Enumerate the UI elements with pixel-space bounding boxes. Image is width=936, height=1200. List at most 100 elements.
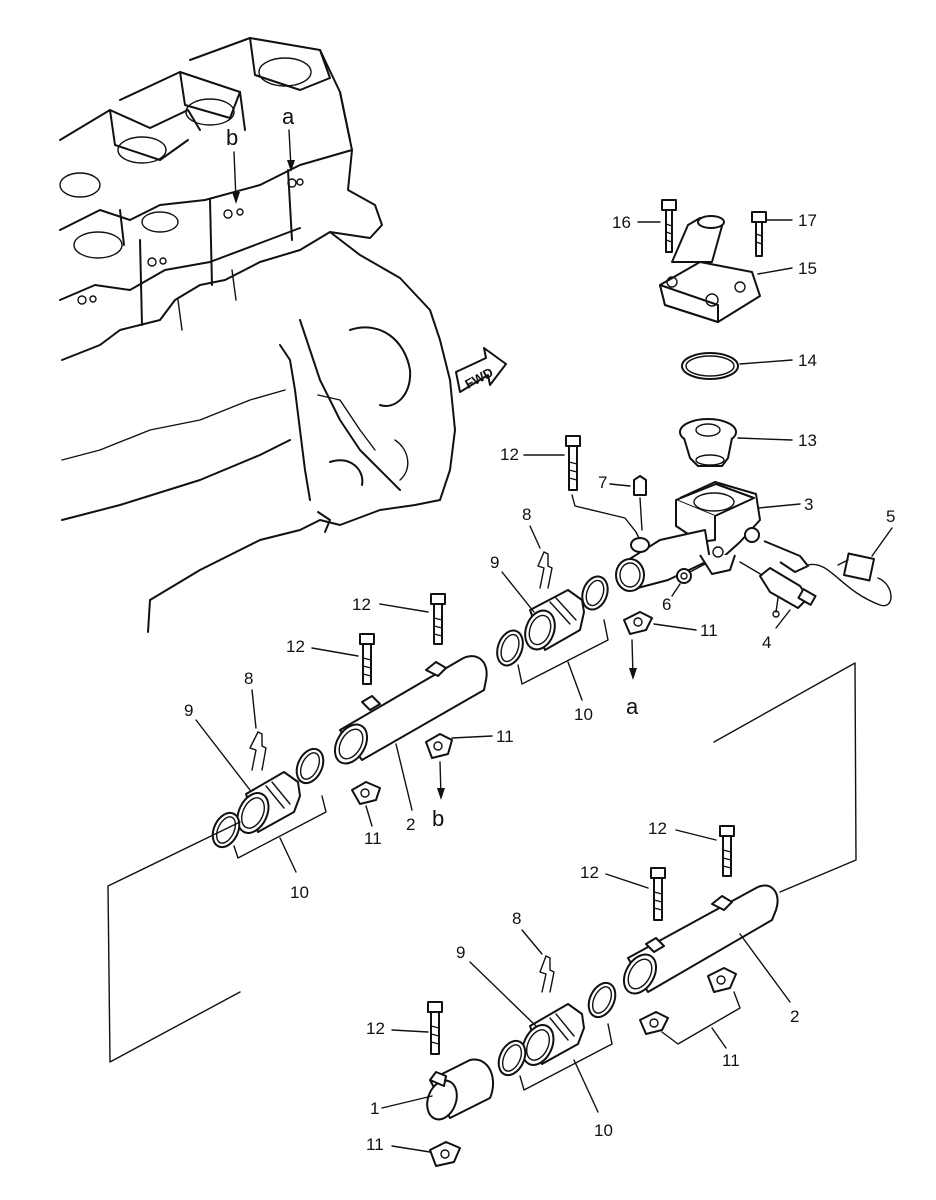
callout-10-upper-left: 10 — [279, 837, 309, 902]
view-ref-b-top: b — [226, 125, 240, 204]
svg-text:13: 13 — [798, 431, 817, 450]
water-pipe-2-upper — [333, 655, 488, 765]
callout-10-upper-right: 10 — [567, 661, 593, 724]
sensor-5 — [763, 540, 892, 607]
svg-text:2: 2 — [790, 1007, 799, 1026]
svg-text:9: 9 — [456, 943, 465, 962]
bolt-12-lower-a — [719, 825, 735, 877]
svg-text:4: 4 — [762, 633, 771, 652]
callout-12-elbow: 12 — [366, 1019, 429, 1038]
callout-5: 5 — [871, 507, 895, 557]
gasket-11-e — [639, 991, 741, 1045]
svg-text:9: 9 — [184, 701, 193, 720]
callout-9-upper: 9 — [490, 553, 535, 613]
connector-lower — [497, 955, 617, 1091]
callout-8-upper-left: 8 — [244, 669, 257, 729]
callout-15: 15 — [757, 259, 817, 278]
gasket-11-c — [623, 611, 653, 635]
connector-upper-right — [496, 551, 609, 685]
callout-11-upper-right: 11 — [653, 621, 718, 640]
svg-text:7: 7 — [598, 473, 607, 492]
svg-text:b: b — [226, 125, 238, 150]
svg-text:6: 6 — [662, 595, 671, 614]
svg-text:11: 11 — [496, 727, 514, 746]
callout-9-upper-left: 9 — [184, 701, 251, 791]
svg-text:16: 16 — [612, 213, 631, 232]
svg-text:11: 11 — [700, 621, 718, 640]
svg-text:8: 8 — [512, 909, 521, 928]
svg-text:10: 10 — [594, 1121, 613, 1140]
callout-10-lower: 10 — [573, 1059, 613, 1140]
gasket-14 — [681, 352, 739, 380]
bolt-16 — [661, 199, 677, 253]
callout-8-upper: 8 — [522, 505, 541, 549]
view-ref-b-part: b — [432, 761, 445, 831]
gasket-11-a — [425, 733, 453, 759]
callout-11-elbow: 11 — [366, 1135, 431, 1154]
svg-text:a: a — [282, 104, 295, 129]
svg-text:9: 9 — [490, 553, 499, 572]
svg-text:1: 1 — [370, 1099, 379, 1118]
svg-text:11: 11 — [366, 1135, 384, 1154]
svg-text:14: 14 — [798, 351, 817, 370]
svg-text:11: 11 — [364, 829, 382, 848]
plug-6 — [676, 563, 706, 584]
svg-text:15: 15 — [798, 259, 817, 278]
svg-text:12: 12 — [286, 637, 305, 656]
callout-6: 6 — [662, 583, 681, 614]
thermostat-13 — [679, 418, 737, 467]
callout-9-lower: 9 — [456, 943, 537, 1027]
svg-text:12: 12 — [580, 863, 599, 882]
svg-text:2: 2 — [406, 815, 415, 834]
callout-12-upper-b: 12 — [286, 637, 359, 657]
callout-11-upper-mid: 11 — [451, 727, 514, 746]
svg-text:11: 11 — [722, 1051, 740, 1070]
gasket-11-b — [351, 781, 381, 805]
bolt-17 — [751, 211, 767, 257]
sensor-4 — [739, 561, 817, 618]
svg-text:b: b — [432, 806, 444, 831]
bolt-12-upper-a — [430, 593, 446, 645]
thermostat-housing-3 — [615, 481, 761, 592]
svg-text:3: 3 — [804, 495, 813, 514]
svg-text:10: 10 — [290, 883, 309, 902]
callout-12-lower-a: 12 — [648, 819, 717, 841]
callout-4: 4 — [762, 609, 791, 652]
callout-1: 1 — [370, 1095, 433, 1118]
view-ref-a-top: a — [282, 104, 295, 172]
bolt-12-elbow — [427, 1001, 443, 1055]
svg-text:5: 5 — [886, 507, 895, 526]
callout-12-housing: 12 — [500, 445, 565, 464]
callout-14: 14 — [739, 351, 817, 370]
plug-7 — [630, 475, 650, 553]
engine-block — [59, 37, 456, 633]
bolt-12-upper-b — [359, 633, 375, 685]
fwd-direction-arrow: FWD — [455, 347, 507, 393]
callout-13: 13 — [737, 431, 817, 450]
callout-16: 16 — [612, 213, 661, 232]
gasket-11-f — [429, 1141, 461, 1167]
svg-text:17: 17 — [798, 211, 817, 230]
connector-upper-left — [211, 731, 327, 859]
callout-12-upper-a: 12 — [352, 595, 429, 614]
callout-11-upper-left: 11 — [364, 805, 382, 848]
callout-2-lower: 2 — [739, 933, 799, 1026]
callout-8-lower: 8 — [512, 909, 543, 955]
callout-2-upper: 2 — [395, 743, 415, 834]
callout-7: 7 — [598, 473, 631, 492]
callout-12-lower-b: 12 — [580, 863, 649, 889]
svg-text:a: a — [626, 694, 639, 719]
water-pipe-2-lower — [622, 884, 779, 995]
bolt-12-housing — [565, 435, 641, 541]
svg-text:12: 12 — [352, 595, 371, 614]
svg-text:12: 12 — [366, 1019, 385, 1038]
thermostat-cover — [659, 215, 761, 323]
svg-text:8: 8 — [244, 669, 253, 688]
svg-text:8: 8 — [522, 505, 531, 524]
callout-17: 17 — [765, 211, 817, 230]
callout-11-lower: 11 — [711, 1027, 740, 1070]
view-ref-a-part: a — [626, 639, 639, 719]
svg-text:12: 12 — [648, 819, 667, 838]
svg-text:12: 12 — [500, 445, 519, 464]
